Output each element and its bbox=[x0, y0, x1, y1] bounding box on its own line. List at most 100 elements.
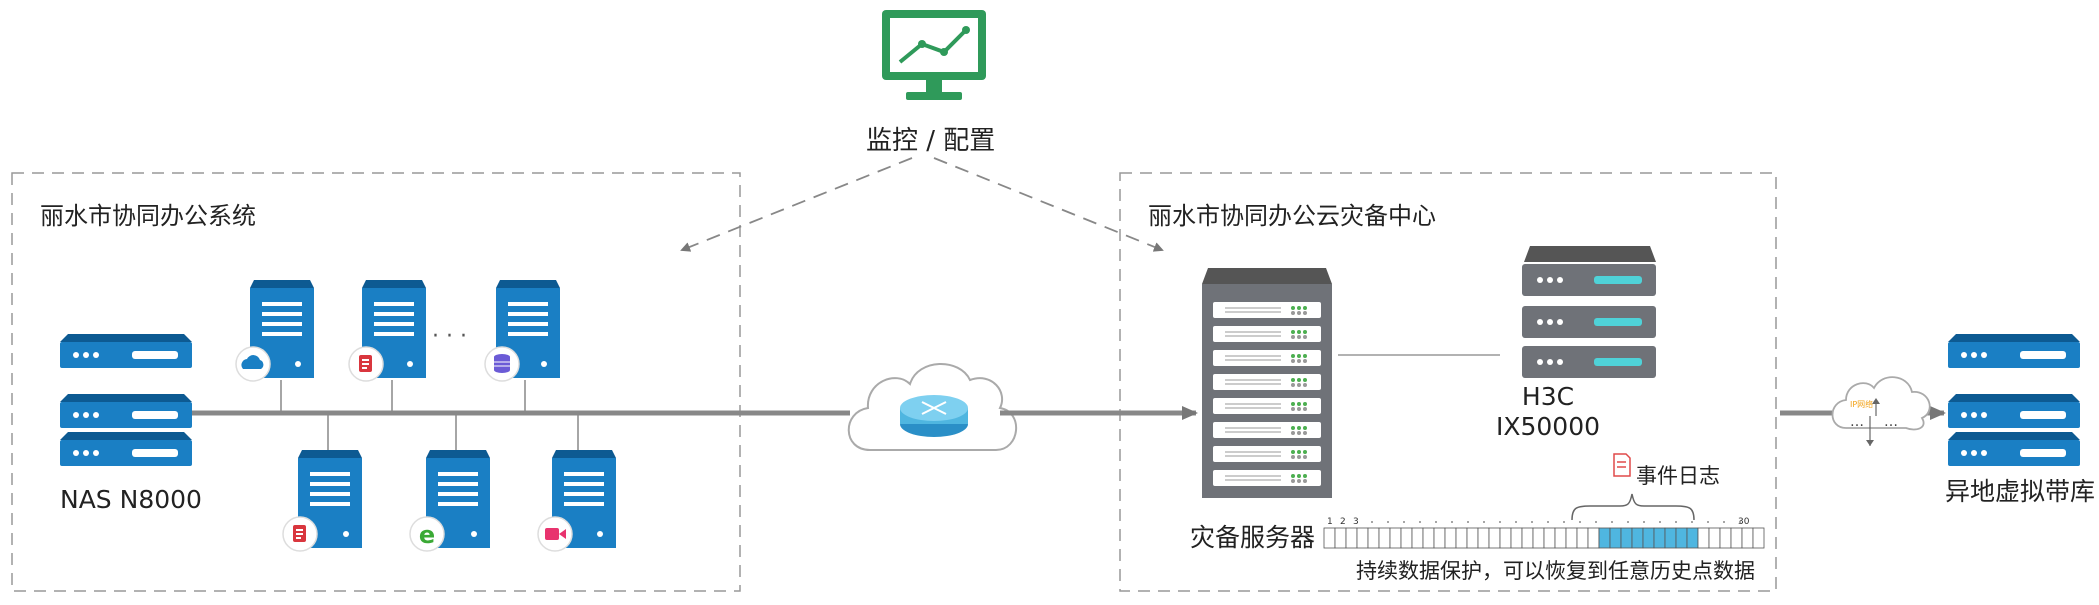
cdp-slot bbox=[1389, 527, 1402, 549]
svg-text:e: e bbox=[419, 521, 435, 549]
cdp-slot bbox=[1543, 527, 1556, 549]
cdp-tick-dot bbox=[1723, 521, 1725, 523]
cdp-tick-dot bbox=[1435, 521, 1437, 523]
cdp-tick-dot bbox=[1547, 521, 1549, 523]
cdp-slot bbox=[1345, 527, 1358, 549]
dr-server-rack-icon bbox=[1202, 268, 1332, 498]
cdp-slot-highlighted bbox=[1675, 527, 1688, 549]
cdp-tick-dot bbox=[1675, 521, 1677, 523]
h3c-model: IX50000 bbox=[1495, 412, 1601, 441]
h3c-name: H3C bbox=[1521, 382, 1575, 411]
cdp-slot bbox=[1554, 527, 1567, 549]
monitor-label: 监控 / 配置 bbox=[866, 126, 996, 156]
cdp-slot bbox=[1565, 527, 1578, 549]
bottom-server-3 bbox=[537, 450, 616, 552]
cdp-tick-2: 2 bbox=[1340, 517, 1346, 527]
cloud-icon bbox=[235, 346, 271, 382]
right-region-box bbox=[1119, 172, 1777, 592]
cdp-tick-dot bbox=[1707, 521, 1709, 523]
tape-label: 异地虚拟带库 bbox=[1945, 477, 2096, 506]
ip-network-cloud-icon: … … bbox=[1831, 376, 1931, 446]
dr-server-label: 灾备服务器 bbox=[1190, 523, 1316, 552]
ip-network-label: IP网络 bbox=[1850, 400, 1874, 409]
cdp-slot-highlighted bbox=[1642, 527, 1655, 549]
cdp-slot-highlighted bbox=[1598, 527, 1611, 549]
cdp-slot bbox=[1697, 527, 1710, 549]
document-icon bbox=[1613, 453, 1631, 477]
cdp-slot bbox=[1444, 527, 1457, 549]
cdp-slot bbox=[1488, 527, 1501, 549]
cdp-slot bbox=[1477, 527, 1490, 549]
cdp-slot-highlighted bbox=[1653, 527, 1666, 549]
right-region-title: 丽水市协同办公云灾备中心 bbox=[1148, 202, 1436, 230]
cdp-tick-dot bbox=[1483, 521, 1485, 523]
left-region-title: 丽水市协同办公系统 bbox=[40, 202, 256, 230]
server-ellipsis: · · · bbox=[432, 324, 467, 349]
cdp-tick-dot bbox=[1419, 521, 1421, 523]
cdp-tick-dot bbox=[1371, 521, 1373, 523]
cdp-tick-dot bbox=[1691, 521, 1693, 523]
database-icon bbox=[484, 346, 520, 382]
document-icon bbox=[348, 346, 384, 382]
h3c-storage-rack-icon bbox=[1522, 246, 1656, 378]
cdp-tick-dot bbox=[1611, 521, 1613, 523]
cdp-slot bbox=[1323, 527, 1336, 549]
cdp-slot bbox=[1708, 527, 1721, 549]
cdp-slot-highlighted bbox=[1620, 527, 1633, 549]
cdp-slot bbox=[1433, 527, 1446, 549]
cdp-slot bbox=[1719, 527, 1732, 549]
cdp-tick-dot bbox=[1595, 521, 1597, 523]
cdp-slot bbox=[1411, 527, 1424, 549]
bottom-server-1 bbox=[282, 450, 362, 552]
cdp-tick-1: 1 bbox=[1327, 517, 1333, 527]
cdp-slot bbox=[1455, 527, 1468, 549]
cdp-slot bbox=[1752, 527, 1765, 549]
cdp-tick-dot bbox=[1515, 521, 1517, 523]
cdp-slot bbox=[1466, 527, 1479, 549]
ie-browser-icon: e bbox=[409, 516, 445, 552]
event-log-label: 事件日志 bbox=[1636, 464, 1720, 488]
cdp-slot bbox=[1334, 527, 1347, 549]
top-server-2 bbox=[348, 280, 426, 382]
cdp-slot bbox=[1521, 527, 1534, 549]
cdp-slot bbox=[1356, 527, 1369, 549]
document-icon bbox=[282, 516, 318, 552]
svg-text:…: … bbox=[1884, 414, 1898, 430]
video-camera-icon bbox=[537, 516, 573, 552]
cdp-slot bbox=[1510, 527, 1523, 549]
cdp-slot bbox=[1730, 527, 1743, 549]
cdp-tick-dot bbox=[1643, 521, 1645, 523]
cdp-slot bbox=[1422, 527, 1435, 549]
nas-label: NAS N8000 bbox=[60, 485, 202, 514]
cdp-tick-dot bbox=[1451, 521, 1453, 523]
cdp-tick-dot bbox=[1531, 521, 1533, 523]
cdp-tick-dot bbox=[1627, 521, 1629, 523]
cdp-slot bbox=[1378, 527, 1391, 549]
cdp-tick-dot bbox=[1563, 521, 1565, 523]
cdp-slot bbox=[1499, 527, 1512, 549]
monitor-left-arrow bbox=[680, 157, 913, 252]
monitor-chart-icon bbox=[882, 10, 986, 100]
cdp-slot-highlighted bbox=[1609, 527, 1622, 549]
cdp-slot-highlighted bbox=[1664, 527, 1677, 549]
cdp-slot bbox=[1741, 527, 1754, 549]
cdp-tick-dot bbox=[1403, 521, 1405, 523]
cdp-slot bbox=[1587, 527, 1600, 549]
cdp-slot bbox=[1532, 527, 1545, 549]
event-log-brace bbox=[1571, 493, 1695, 521]
monitor-right-arrow bbox=[933, 157, 1164, 252]
cdp-tick-dot bbox=[1739, 521, 1741, 523]
router-cloud-icon bbox=[847, 363, 1017, 451]
cdp-slot-highlighted bbox=[1631, 527, 1644, 549]
cdp-tick-3: 3 bbox=[1353, 517, 1359, 527]
cdp-timeline bbox=[1323, 521, 1765, 549]
top-server-1 bbox=[235, 280, 314, 382]
bottom-server-2: e bbox=[409, 450, 490, 552]
cdp-slot bbox=[1576, 527, 1589, 549]
cdp-caption: 持续数据保护，可以恢复到任意历史点数据 bbox=[1356, 559, 1755, 583]
cdp-tick-dot bbox=[1579, 521, 1581, 523]
nas-storage-rack-icon bbox=[60, 334, 192, 466]
cdp-slot-highlighted bbox=[1686, 527, 1699, 549]
